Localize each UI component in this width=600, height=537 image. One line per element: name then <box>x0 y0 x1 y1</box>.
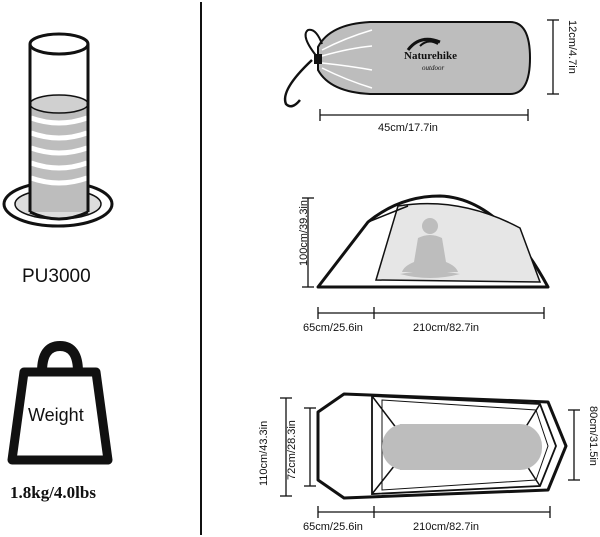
brand-logo: Naturehike <box>404 50 457 62</box>
weight-badge-label: Weight <box>28 405 84 425</box>
top-inner-length-label: 210cm/82.7in <box>413 521 480 533</box>
pack-dimension-lines <box>319 19 559 121</box>
tent-top-view-icon <box>316 392 568 500</box>
top-dimension-lines <box>280 397 580 518</box>
waterproof-rating: PU3000 <box>22 266 91 287</box>
side-dimension-lines <box>302 197 545 319</box>
pack-diameter-label: 12cm/4.7in <box>566 20 578 74</box>
side-vestibule-label: 65cm/25.6in <box>303 322 363 334</box>
waterproof-cylinder-icon <box>2 32 114 228</box>
top-vestibule-label: 65cm/25.6in <box>303 521 363 533</box>
weight-value: 1.8kg/4.0lbs <box>10 483 96 502</box>
brand-tagline: outdoor <box>422 64 445 72</box>
foot-width-label: 80cm/31.5in <box>587 406 599 466</box>
side-inner-length-label: 210cm/82.7in <box>413 322 480 334</box>
inner-head-width-label: 72cm/28.3in <box>286 420 298 480</box>
pack-length-label: 45cm/17.7in <box>378 122 438 134</box>
outer-width-label: 110cm/43.3in <box>258 420 270 486</box>
weight-icon <box>7 340 113 465</box>
tent-side-view-icon <box>316 194 550 289</box>
stuff-sack-icon <box>283 21 532 108</box>
tent-height-label: 100cm/39.3in <box>298 200 310 267</box>
